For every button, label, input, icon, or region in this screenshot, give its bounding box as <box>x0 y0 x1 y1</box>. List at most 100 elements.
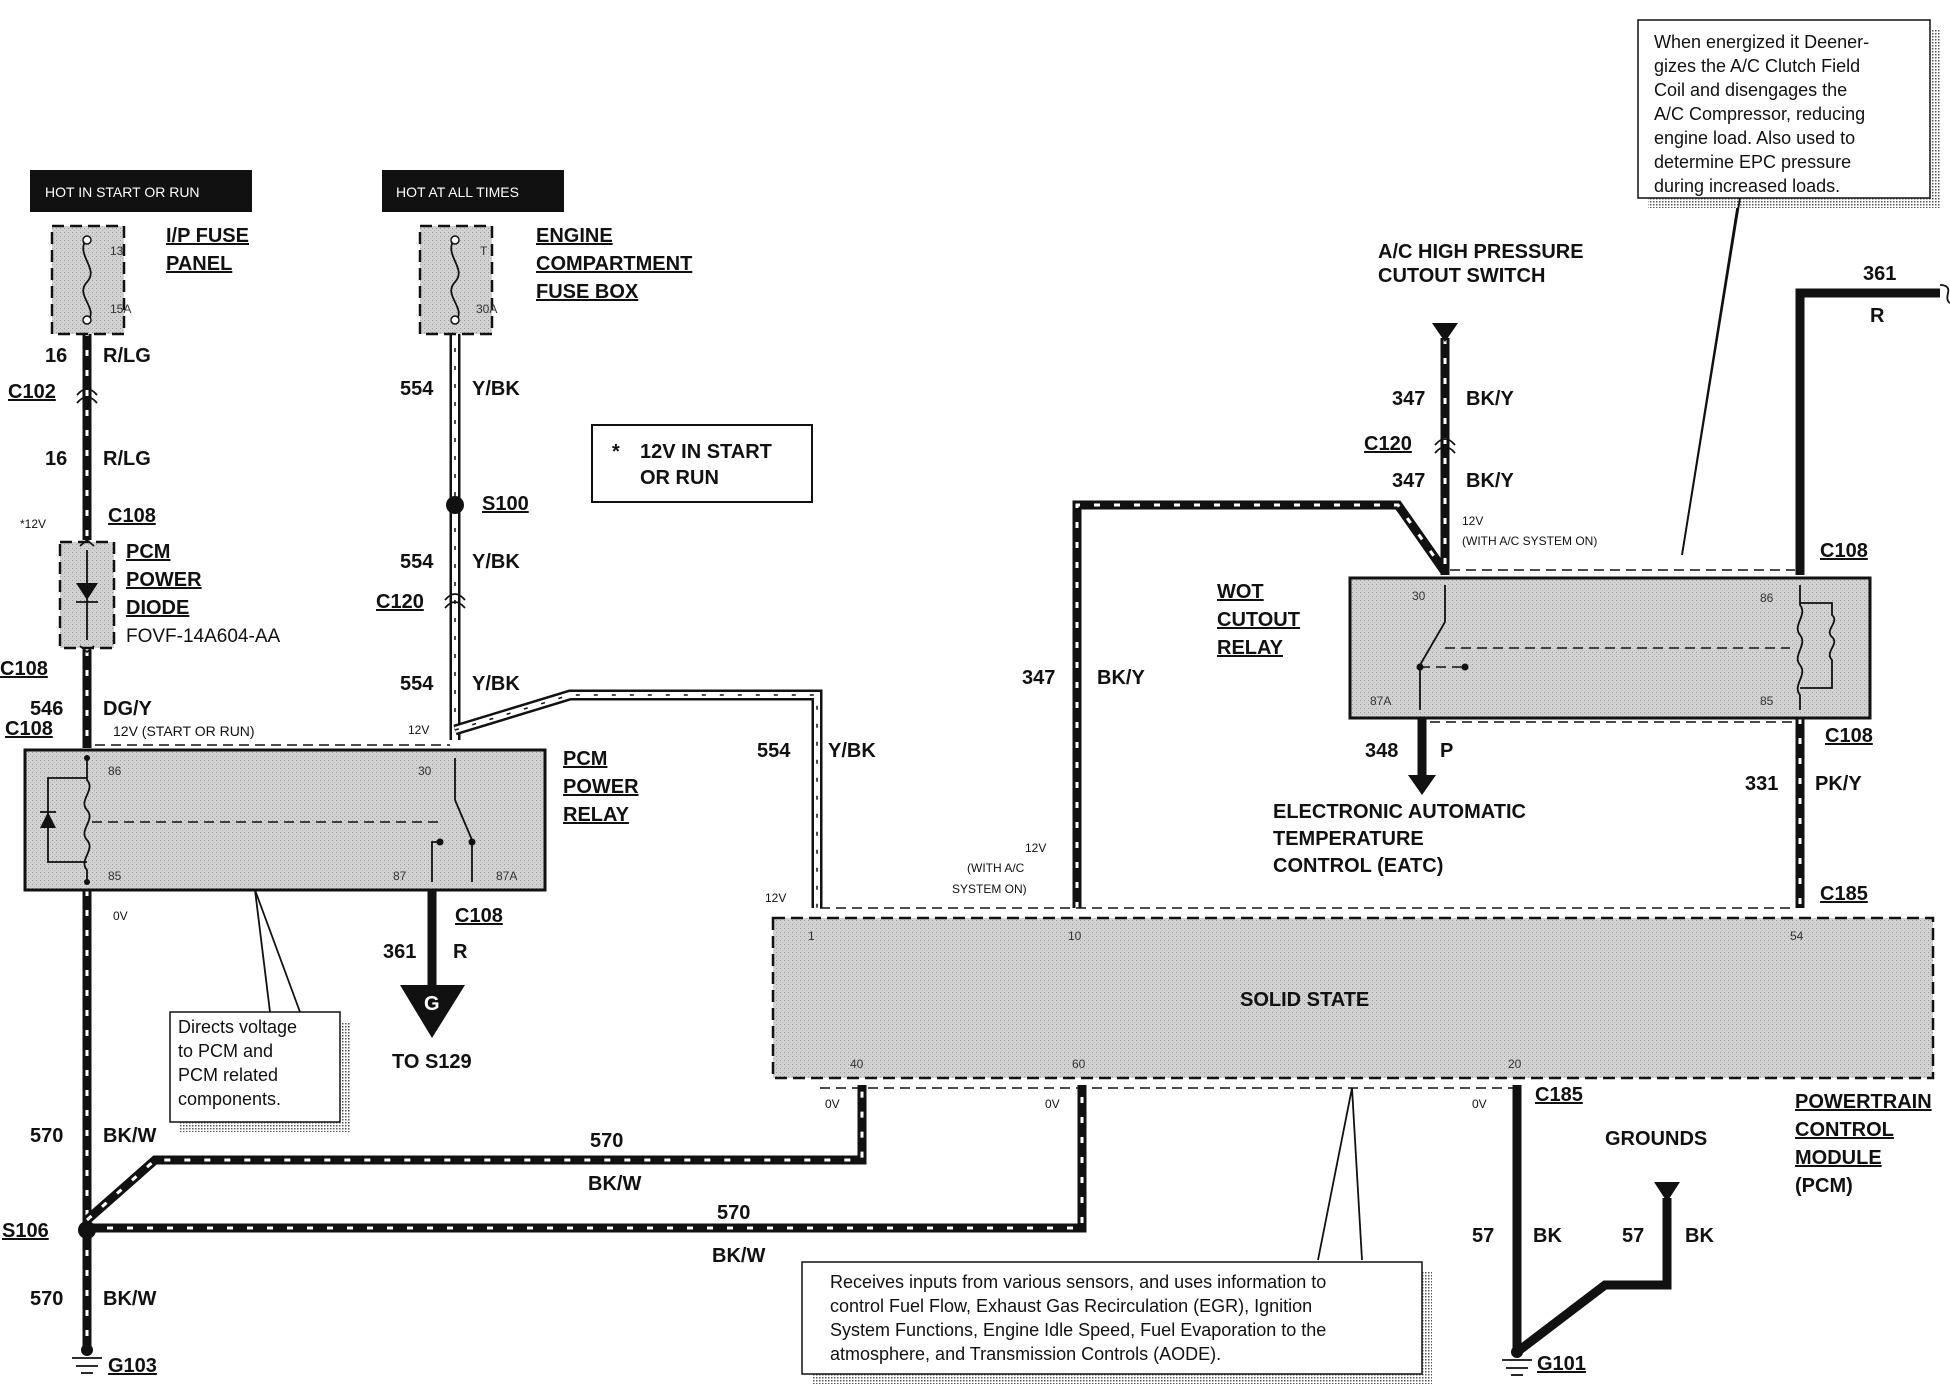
wire-361-end <box>1939 284 1950 304</box>
svg-text:12V (START OR RUN): 12V (START OR RUN) <box>113 723 255 739</box>
svg-text:SOLID STATE: SOLID STATE <box>1240 989 1369 1011</box>
svg-text:C108: C108 <box>108 505 156 527</box>
svg-text:Y/BK: Y/BK <box>472 673 520 695</box>
svg-text:*: * <box>612 441 620 463</box>
eatc-arrow: ELECTRONIC AUTOMATIC TEMPERATURE CONTROL… <box>1273 775 1526 877</box>
svg-text:554: 554 <box>400 673 434 695</box>
svg-text:HOT AT ALL TIMES: HOT AT ALL TIMES <box>396 184 519 200</box>
svg-text:13: 13 <box>110 244 124 258</box>
svg-text:R/LG: R/LG <box>103 345 151 367</box>
svg-text:engine load. Also used to: engine load. Also used to <box>1654 128 1855 148</box>
to-s129-arrow: G TO S129 <box>392 985 472 1073</box>
svg-text:347: 347 <box>1022 667 1055 689</box>
svg-text:ENGINE: ENGINE <box>536 225 613 247</box>
svg-text:PCM related: PCM related <box>178 1065 278 1085</box>
svg-text:PK/Y: PK/Y <box>1815 773 1862 795</box>
svg-text:components.: components. <box>178 1089 281 1109</box>
svg-text:I/P FUSE: I/P FUSE <box>166 225 249 247</box>
svg-text:CONTROL (EATC): CONTROL (EATC) <box>1273 855 1443 877</box>
svg-text:554: 554 <box>400 378 434 400</box>
connector-labels: C102 C108 C108 C108 C120 S100 C108 S106 … <box>0 381 1873 1377</box>
svg-text:570: 570 <box>590 1130 623 1152</box>
svg-text:CONTROL: CONTROL <box>1795 1119 1894 1141</box>
svg-text:T: T <box>480 244 488 258</box>
svg-text:BK/W: BK/W <box>712 1245 765 1267</box>
svg-text:60: 60 <box>1072 1057 1086 1071</box>
engine-compartment-fuse-box: T 30A ENGINE COMPARTMENT FUSE BOX <box>418 224 692 336</box>
svg-text:12V: 12V <box>1462 514 1483 528</box>
svg-text:G: G <box>424 993 440 1015</box>
svg-text:331: 331 <box>1745 773 1778 795</box>
svg-text:348: 348 <box>1365 740 1398 762</box>
svg-text:347: 347 <box>1392 388 1425 410</box>
svg-text:S100: S100 <box>482 493 529 515</box>
svg-text:A/C HIGH PRESSURE: A/C HIGH PRESSURE <box>1378 241 1584 263</box>
svg-text:A/C Compressor, reducing: A/C Compressor, reducing <box>1654 104 1865 124</box>
svg-text:during increased loads.: during increased loads. <box>1654 176 1840 196</box>
svg-text:BK/Y: BK/Y <box>1466 470 1514 492</box>
svg-text:570: 570 <box>717 1202 750 1224</box>
svg-text:86: 86 <box>1760 591 1774 605</box>
svg-text:546: 546 <box>30 698 63 720</box>
svg-text:RELAY: RELAY <box>563 804 630 826</box>
ground-g101 <box>1502 1346 1532 1376</box>
svg-text:C108: C108 <box>1825 725 1873 747</box>
svg-text:(WITH A/C: (WITH A/C <box>967 861 1025 875</box>
svg-text:ELECTRONIC AUTOMATIC: ELECTRONIC AUTOMATIC <box>1273 801 1526 823</box>
svg-text:System Functions, Engine Idle: System Functions, Engine Idle Speed, Fue… <box>830 1320 1326 1340</box>
svg-text:86: 86 <box>108 764 122 778</box>
svg-text:OR RUN: OR RUN <box>640 467 719 489</box>
svg-text:C120: C120 <box>1364 433 1412 455</box>
svg-text:347: 347 <box>1392 470 1425 492</box>
svg-text:570: 570 <box>30 1288 63 1310</box>
svg-text:0V: 0V <box>1045 1097 1060 1111</box>
svg-text:Y/BK: Y/BK <box>472 378 520 400</box>
voltage-labels: 12V (START OR RUN) *12V 12V 12V 12V (WIT… <box>20 514 1597 1111</box>
ground-g103 <box>72 1344 102 1374</box>
splice-s106 <box>78 1221 96 1239</box>
svg-text:control Fuel Flow, Exhaust Gas: control Fuel Flow, Exhaust Gas Recircula… <box>830 1296 1312 1316</box>
svg-text:C102: C102 <box>8 381 56 403</box>
svg-text:85: 85 <box>1760 694 1774 708</box>
wot-cutout-relay: 30 87A 86 85 WOT CUTOUT RELAY <box>1217 576 1872 720</box>
svg-text:TEMPERATURE: TEMPERATURE <box>1273 828 1424 850</box>
svg-text:Coil and disengages the: Coil and disengages the <box>1654 80 1847 100</box>
svg-text:30: 30 <box>418 764 432 778</box>
hot-at-all-times-box: HOT AT ALL TIMES <box>382 170 564 212</box>
svg-text:20: 20 <box>1508 1057 1522 1071</box>
svg-text:BK: BK <box>1685 1225 1714 1247</box>
pcm-power-diode: PCM POWER DIODE FOVF-14A604-AA <box>58 538 280 654</box>
svg-text:57: 57 <box>1472 1225 1494 1247</box>
svg-text:C108: C108 <box>0 658 48 680</box>
svg-text:PCM: PCM <box>126 541 170 563</box>
svg-text:12V: 12V <box>1025 841 1046 855</box>
svg-text:1: 1 <box>808 929 815 943</box>
svg-text:BK/W: BK/W <box>103 1125 156 1147</box>
svg-text:DG/Y: DG/Y <box>103 698 153 720</box>
svg-text:40: 40 <box>850 1057 864 1071</box>
svg-text:TO S129: TO S129 <box>392 1051 472 1073</box>
svg-text:CUTOUT: CUTOUT <box>1217 609 1300 631</box>
wot-note: When energized it Deener- gizes the A/C … <box>1637 19 1940 556</box>
connector-c120-left-symbol <box>444 593 466 609</box>
svg-text:570: 570 <box>30 1125 63 1147</box>
svg-text:DIODE: DIODE <box>126 597 189 619</box>
svg-text:G101: G101 <box>1537 1353 1586 1375</box>
svg-text:C120: C120 <box>376 591 424 613</box>
svg-text:87A: 87A <box>1370 694 1391 708</box>
pcm-power-relay: 86 85 30 87 87A PCM POWER RELAY <box>23 748 639 892</box>
svg-text:*12V: *12V <box>20 517 46 531</box>
svg-text:554: 554 <box>400 551 434 573</box>
svg-text:POWER: POWER <box>563 776 639 798</box>
svg-text:30: 30 <box>1412 589 1426 603</box>
svg-text:C108: C108 <box>5 718 53 740</box>
wire-labels: 16 R/LG 16 R/LG 554 Y/BK 554 Y/BK 554 Y/… <box>30 263 1896 1310</box>
svg-text:Y/BK: Y/BK <box>472 551 520 573</box>
svg-text:12V: 12V <box>408 723 429 737</box>
svg-text:When energized it Deener-: When energized it Deener- <box>1654 32 1869 52</box>
svg-text:0V: 0V <box>825 1097 840 1111</box>
ac-high-pressure-cutout-switch: A/C HIGH PRESSURE CUTOUT SWITCH <box>1378 241 1584 342</box>
svg-text:HOT IN START OR RUN: HOT IN START OR RUN <box>45 184 200 200</box>
svg-text:COMPARTMENT: COMPARTMENT <box>536 253 692 275</box>
